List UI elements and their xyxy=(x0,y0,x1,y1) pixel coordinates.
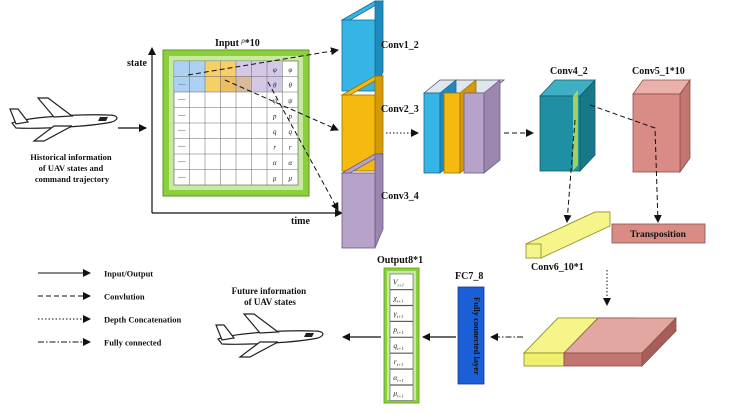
state-axis-label: state xyxy=(127,58,148,69)
matrix-cell-label: α xyxy=(273,159,277,167)
matrix-cell-label: μ xyxy=(273,175,277,183)
combined-block xyxy=(523,317,677,367)
matrix-cell-label: q xyxy=(289,128,293,136)
fc-inner-label: Fully connected layer xyxy=(472,297,482,375)
output-cell-label: qt+1 xyxy=(393,341,403,351)
conv5-block xyxy=(632,78,691,174)
transposition-box xyxy=(611,223,706,244)
window-overlap xyxy=(220,76,251,92)
historical-info-label: Historical information of UAV states and… xyxy=(30,152,114,184)
matrix-cell-label: p xyxy=(288,113,293,121)
matrix-cell-label: r xyxy=(289,144,292,152)
conv3-block xyxy=(340,153,385,249)
conv5-label: Conv5_1*10 xyxy=(632,66,685,77)
matrix-cell-label: θ xyxy=(273,82,277,90)
conv4-label: Conv4_2 xyxy=(550,66,588,77)
conv2-arrow xyxy=(224,79,339,131)
output-cell-label: Vt+1 xyxy=(393,277,404,287)
time-axis-label: time xyxy=(291,216,310,227)
output-cell-label: μt+1 xyxy=(393,389,403,399)
matrix-cell-label: ψ xyxy=(288,97,293,105)
matrix-cell-label: q xyxy=(273,128,277,136)
output-cell xyxy=(389,289,414,306)
output-cell xyxy=(389,353,414,370)
legend-label: Fully connected xyxy=(104,338,162,348)
output-cell xyxy=(389,337,414,354)
conv2-label: Conv2_3 xyxy=(381,104,419,115)
legend-label: Convlution xyxy=(104,292,145,302)
output-cell xyxy=(389,369,414,385)
output-cell xyxy=(389,273,414,290)
output-cell xyxy=(389,305,414,322)
conv6-label: Conv6_10*1 xyxy=(531,262,584,273)
input-title: Input ρ*10 xyxy=(215,37,260,49)
matrix-cell-label: r xyxy=(273,144,276,152)
conv1-arrow xyxy=(187,47,339,76)
output-cell-label: γt+1 xyxy=(394,309,404,319)
conv6-arrow xyxy=(563,119,576,223)
conv4-block xyxy=(539,78,596,173)
matrix-grid xyxy=(174,61,298,185)
conv6-block xyxy=(525,211,611,259)
conv3-arrow xyxy=(267,81,339,211)
legend-label: Depth Concatenation xyxy=(104,315,181,325)
airplane-output-icon xyxy=(215,313,324,358)
matrix-cell-label: θ xyxy=(289,82,293,90)
conv1-label: Conv1_2 xyxy=(381,40,419,51)
airplane-input-icon xyxy=(9,97,118,142)
matrix-cell-label: μ xyxy=(288,175,292,183)
matrix-cell-label: p xyxy=(272,113,277,121)
conv2-block xyxy=(340,75,385,172)
output-cell xyxy=(389,384,414,401)
concat-stack xyxy=(422,79,506,174)
output-cell-label: pt+1 xyxy=(392,325,403,335)
future-info-label: Future information of UAV states xyxy=(232,286,309,307)
output-vector: Vt+1 χt+1 γt+1 pt+1 qt+1 rt+1 αt+1 μt+1 xyxy=(389,273,414,401)
conv3-label: Conv3_4 xyxy=(381,191,419,202)
matrix-cell-label: φ xyxy=(288,66,292,74)
output-cell xyxy=(389,321,414,338)
conv5-arrow xyxy=(589,104,662,223)
legend-label: Input/Output xyxy=(104,269,153,279)
output-cell-label: χt+1 xyxy=(393,293,404,303)
matrix-cell-label: ψ xyxy=(273,97,278,105)
output-cell-label: rt+1 xyxy=(394,357,403,367)
matrix-cell-label: φ xyxy=(273,66,277,74)
transposition-label: Transposition xyxy=(630,230,687,240)
output-cell-label: αt+1 xyxy=(393,373,403,383)
conv3-face xyxy=(341,172,376,249)
fc-label: FC7_8 xyxy=(455,271,483,282)
fc-layer xyxy=(457,286,485,385)
matrix-cell-label: α xyxy=(288,159,292,167)
output-label: Output8*1 xyxy=(377,255,423,266)
